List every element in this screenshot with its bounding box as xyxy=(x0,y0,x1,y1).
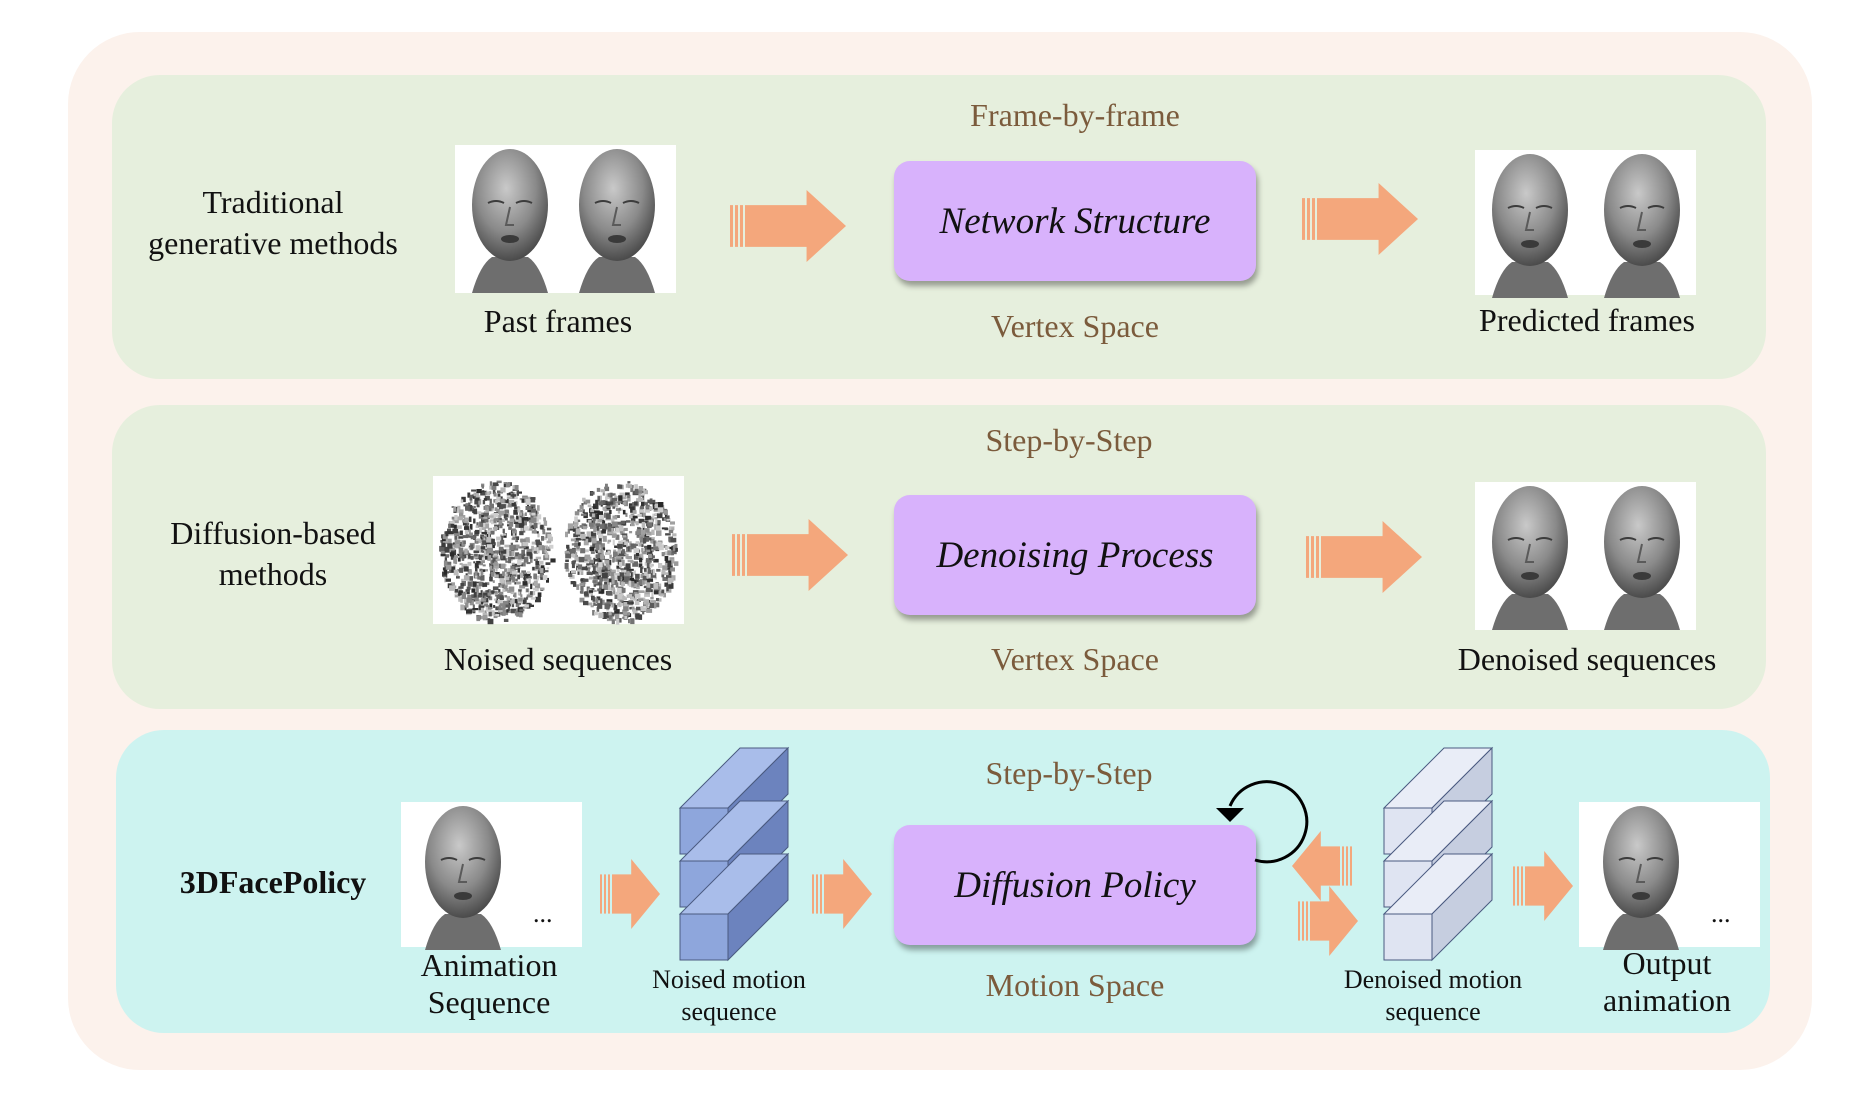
vertex-space-caption: Vertex Space xyxy=(991,308,1159,344)
noised-motion-caption: Noised motion sequence xyxy=(652,965,806,1026)
animation-sequence-image: ... xyxy=(401,802,582,950)
denoised-sequences-image xyxy=(1475,482,1696,630)
past-frames-image xyxy=(455,145,676,293)
step-by-step-caption: Step-by-Step xyxy=(985,422,1153,458)
motion-space-caption: Motion Space xyxy=(985,967,1165,1003)
output-animation-caption: Output animation xyxy=(1603,945,1731,1018)
ellipsis-2: ... xyxy=(1711,899,1731,928)
predicted-frames-image xyxy=(1475,150,1696,298)
face-mesh-icon xyxy=(472,149,548,293)
network-structure-box: Network Structure xyxy=(894,161,1256,281)
animation-sequence-caption: Animation Sequence xyxy=(420,947,558,1020)
denoised-sequences-caption: Denoised sequences xyxy=(1457,641,1717,677)
output-animation-image: ... xyxy=(1579,802,1760,950)
diffusion-policy-box: Diffusion Policy xyxy=(894,825,1256,945)
face-mesh-icon xyxy=(579,149,655,293)
3dfacepolicy-label: 3DFacePolicy xyxy=(179,864,367,900)
arrow-noise-to-denoise xyxy=(732,519,848,591)
step-by-step-caption-2: Step-by-Step xyxy=(985,755,1153,791)
arrow-denoised-to-output xyxy=(1513,851,1573,921)
arrow-animation-to-noised xyxy=(600,859,660,929)
denoising-process-box: Denoising Process xyxy=(894,495,1256,615)
predicted-frames-caption: Predicted frames xyxy=(1479,302,1695,338)
diffusion-methods-label: Diffusion-based methods xyxy=(170,515,376,592)
denoised-motion-cube-stack xyxy=(1382,746,1494,962)
frame-by-frame-caption: Frame-by-frame xyxy=(970,97,1180,133)
noised-sequences-image xyxy=(433,476,684,625)
denoised-motion-caption: Denoised motion sequence xyxy=(1343,965,1523,1026)
arrow-network-to-output xyxy=(1302,183,1418,255)
vertex-space-caption-2: Vertex Space xyxy=(991,641,1159,677)
arrow-denoise-to-output xyxy=(1306,521,1422,593)
past-frames-caption: Past frames xyxy=(483,303,633,339)
noised-motion-cube-stack xyxy=(678,746,790,962)
traditional-methods-label: Traditional generative methods xyxy=(148,184,398,261)
arrow-input-to-network xyxy=(730,190,846,262)
noised-sequences-caption: Noised sequences xyxy=(443,641,673,677)
arrow-noised-to-policy xyxy=(812,859,872,929)
arrow-policy-feedback-icon xyxy=(1292,831,1352,901)
arrow-policy-to-denoised-icon xyxy=(1298,886,1358,956)
ellipsis: ... xyxy=(533,899,553,928)
loop-arrow-icon xyxy=(1216,780,1309,864)
